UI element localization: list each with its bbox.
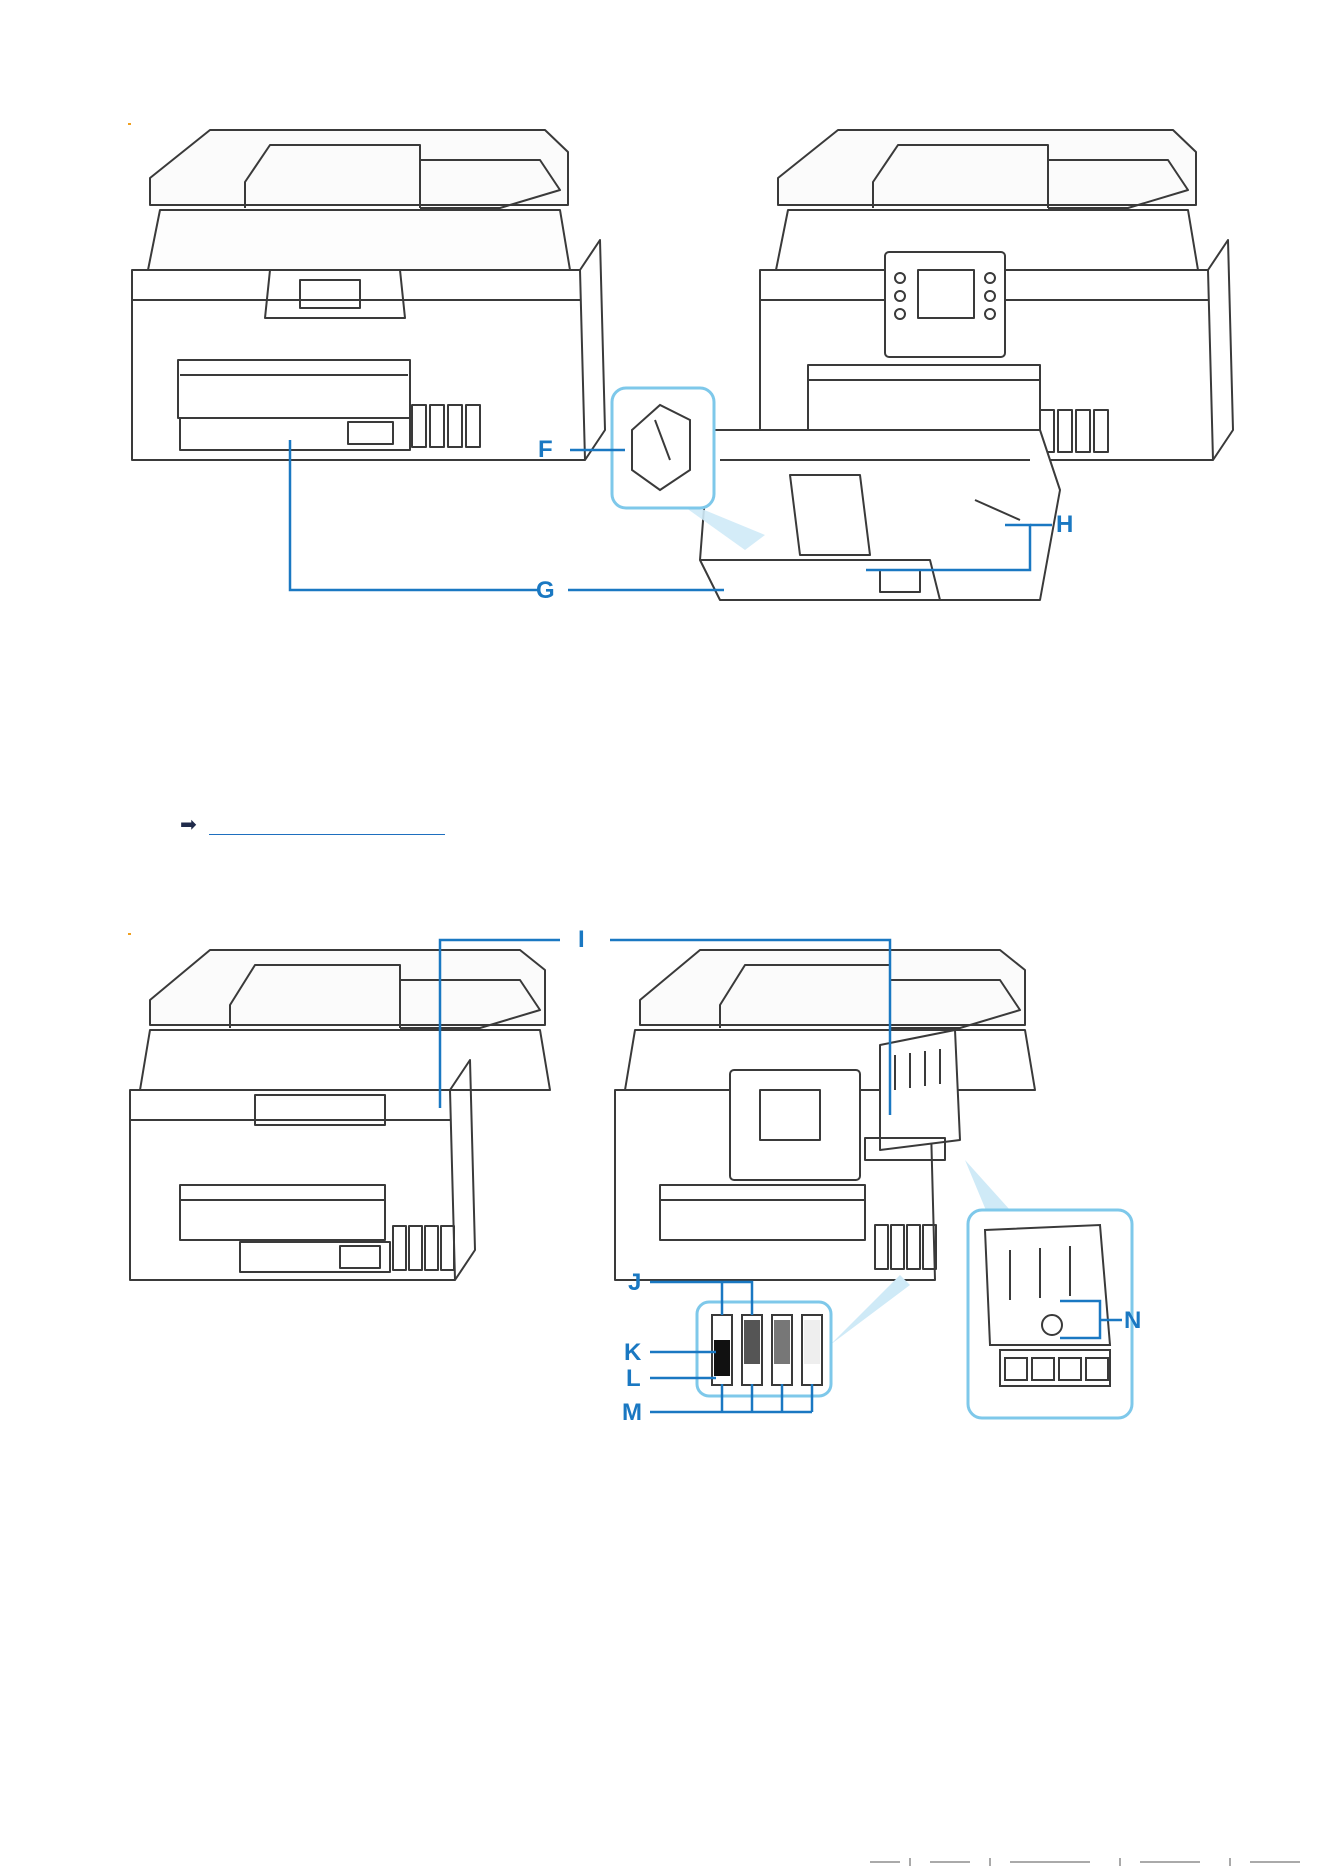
printer-front-right [760,130,1233,460]
printer-front-left [132,130,605,460]
arrow-right-icon: ➡ [180,815,197,835]
printer-illustration-2: I J K L M N [0,920,1324,1440]
printer-closed [130,950,550,1280]
callout-label-m: M [622,1399,642,1426]
magnified-detail-n [965,1160,1132,1418]
callout-label-k: K [624,1339,642,1366]
magnified-detail-ink-tanks [697,1275,910,1396]
callout-label-i: I [578,926,585,953]
callout-line-g-left [290,440,538,590]
related-topic-link[interactable] [209,816,445,835]
callout-label-j: J [628,1269,641,1296]
figure-ink-tanks: I J K L M N [0,920,1324,1440]
figure-paper-cassette: F G H [0,100,1324,660]
paper-cassette [700,430,1060,600]
callout-label-l: L [626,1365,641,1392]
callout-label-n: N [1124,1307,1141,1334]
related-link-row: ➡ [180,810,445,840]
cropped-artwork-strip [870,1856,1310,1868]
callout-label-f: F [538,436,553,463]
callout-label-g: G [536,577,555,604]
callout-label-h: H [1056,511,1073,538]
printer-illustration-1: F G H [0,100,1324,660]
